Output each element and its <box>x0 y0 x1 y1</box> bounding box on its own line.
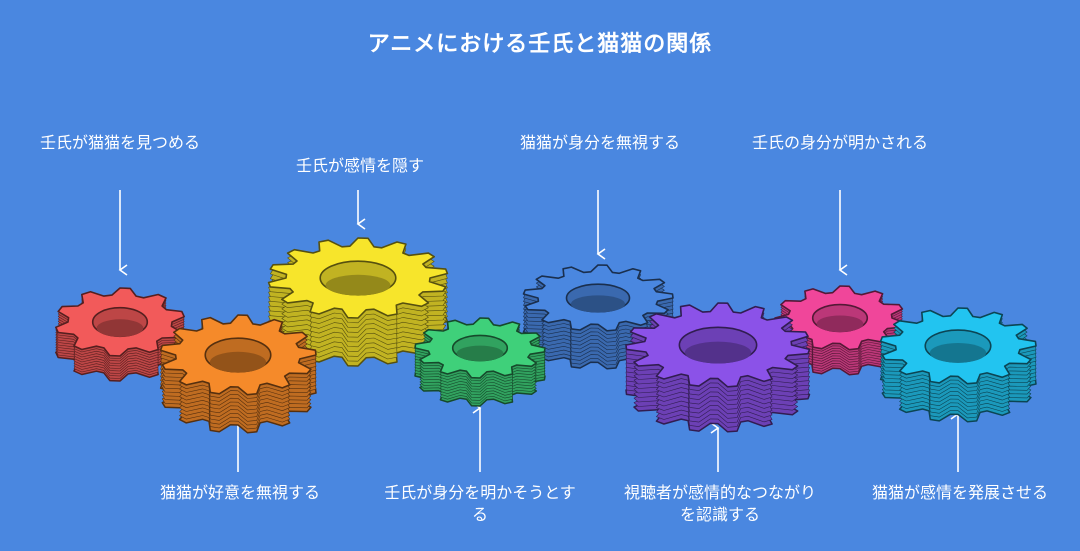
gear-2 <box>159 314 317 434</box>
step-label-7: 壬氏の身分が明かされる <box>751 133 928 152</box>
step-label-6: 視聴者が感情的なつながりを認識する <box>623 483 816 524</box>
step-label-8: 猫猫が感情を発展させる <box>871 483 1048 502</box>
gear-6 <box>625 302 811 433</box>
step-label-4: 壬氏が身分を明かそうとする <box>384 483 576 524</box>
gear-8 <box>879 307 1037 423</box>
step-label-1: 壬氏が猫猫を見つめる <box>39 133 200 152</box>
gear-1 <box>55 287 185 382</box>
step-label-3: 壬氏が感情を隠す <box>295 156 424 175</box>
step-label-2: 猫猫が好意を無視する <box>159 483 320 502</box>
page-title: アニメにおける壬氏と猫猫の関係 <box>367 32 713 57</box>
step-label-5: 猫猫が身分を無視する <box>519 133 680 152</box>
gear-5 <box>522 264 674 370</box>
gear-3 <box>267 237 449 367</box>
gear-4 <box>414 317 546 407</box>
